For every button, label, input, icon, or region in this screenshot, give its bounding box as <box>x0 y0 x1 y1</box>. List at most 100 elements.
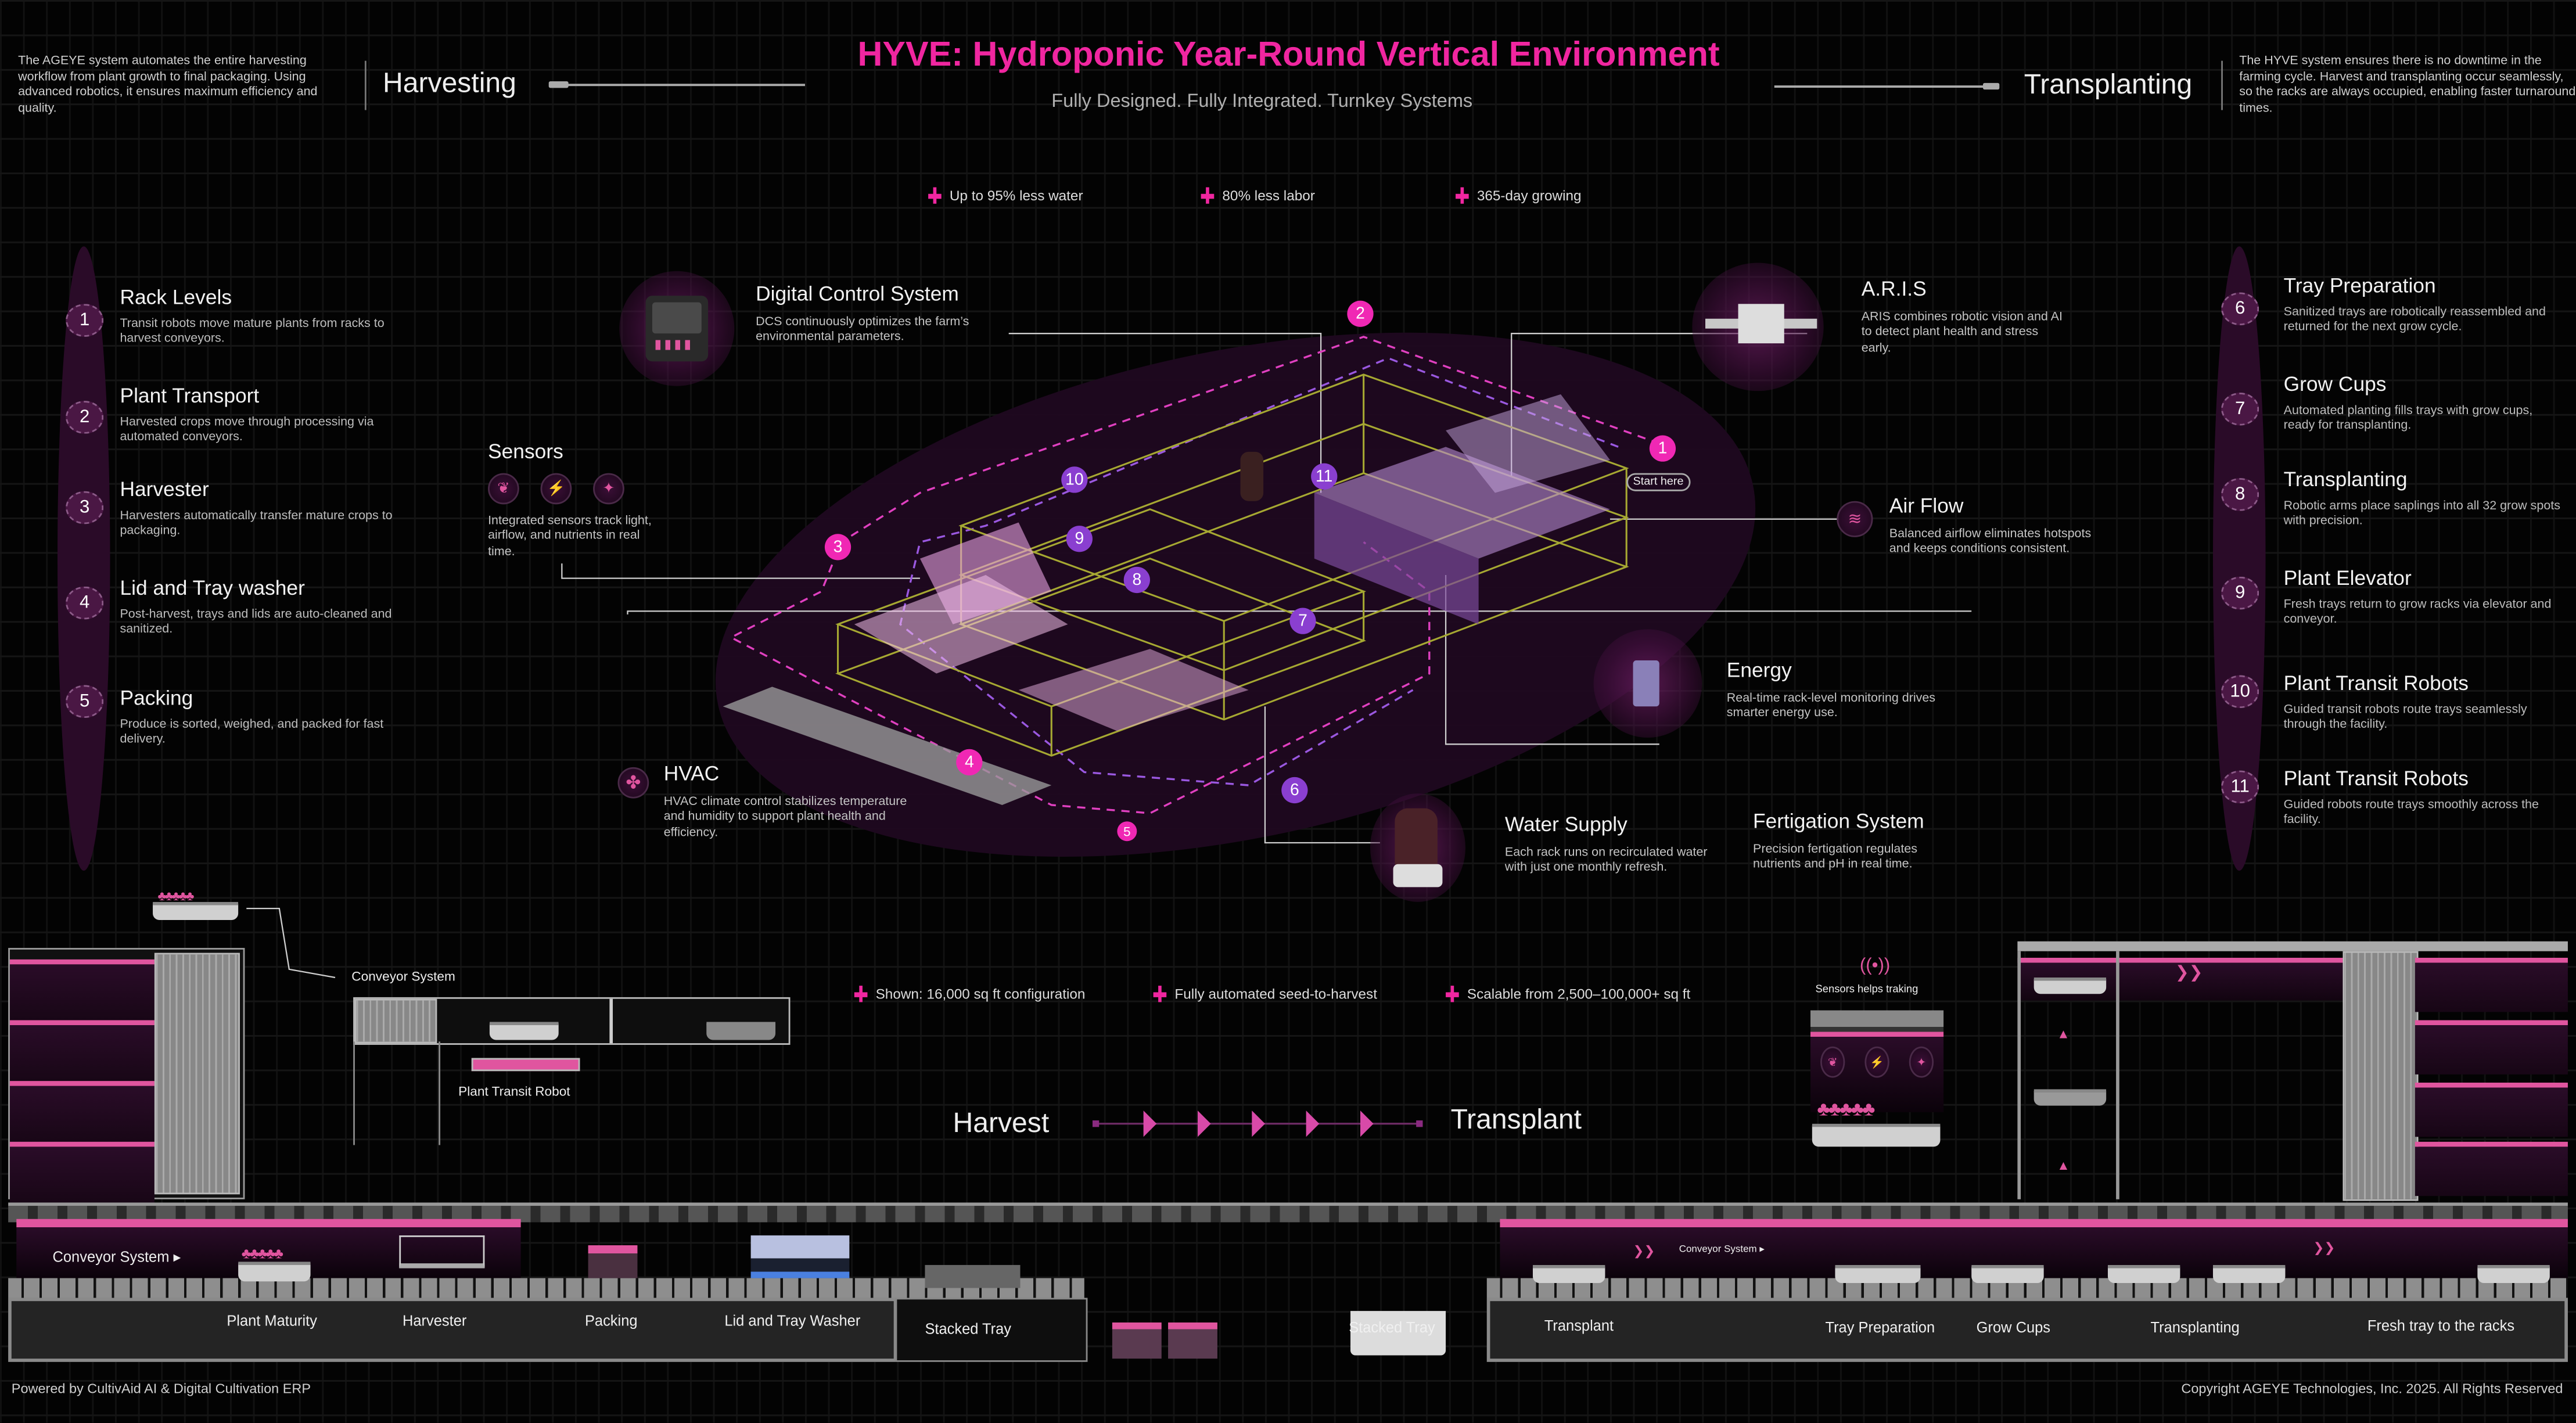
step-desc: Guided transit robots route trays seamle… <box>2283 701 2527 732</box>
map-marker-7[interactable]: 7 <box>1289 608 1316 634</box>
conveyor-right-label: Conveyor System ▸ <box>1679 1245 1765 1255</box>
stacked-tray <box>1350 1311 1446 1356</box>
step-number: 7 <box>2221 393 2259 426</box>
feature-desc: Balanced airflow eliminates hotspots and… <box>1889 526 2092 556</box>
divider <box>2221 60 2223 110</box>
station-transplant: Transplant <box>1544 1317 1614 1334</box>
step-title: Lid and Tray washer <box>120 576 305 600</box>
conveyor-box <box>353 997 791 1045</box>
map-marker-8[interactable]: 8 <box>1123 566 1150 594</box>
map-marker-9[interactable]: 9 <box>1066 526 1093 552</box>
feature-title: Air Flow <box>1889 494 1964 518</box>
highlight: 365-day growing <box>1456 187 1582 204</box>
plus-icon <box>928 187 942 204</box>
harvest-intro: The AGEYE system automates the entire ha… <box>18 52 318 115</box>
signal-icon: ((•)) <box>1859 956 1891 976</box>
control-panel-icon <box>645 296 709 362</box>
feature-desc: DCS continuously optimizes the farm’s en… <box>756 314 969 344</box>
step-title: Plant Elevator <box>2283 566 2412 590</box>
washer-machine <box>750 1235 850 1278</box>
sparkle-icon: ✦ <box>593 473 624 505</box>
stacked-tray-bay <box>895 1298 1088 1362</box>
feature-title: Water Supply <box>1504 813 1627 836</box>
feature-sensors: Sensors ❦ ⚡ ✦ Integrated sensors track l… <box>488 440 669 559</box>
section-harvesting: Harvesting <box>383 67 516 99</box>
station-grow-cups: Grow Cups <box>1976 1319 2051 1336</box>
route-path <box>728 336 1660 814</box>
plants-icon: ♣♣♣♣♣ <box>157 889 195 904</box>
map-marker-4[interactable]: 4 <box>956 749 983 776</box>
lightning-icon: ⚡ <box>1864 1046 1889 1078</box>
step-desc: Post-harvest, trays and lids are auto-cl… <box>120 606 392 637</box>
page-subtitle: Fully Designed. Fully Integrated. Turnke… <box>1051 92 1473 112</box>
step-number: 1 <box>66 304 104 337</box>
step-number: 10 <box>2221 675 2259 709</box>
step-title: Harvester <box>120 478 209 501</box>
water-tank-icon <box>1395 808 1438 868</box>
cabinet <box>8 1298 897 1362</box>
highlight-text: Scalable from 2,500–100,000+ sq ft <box>1467 986 1691 1002</box>
map-marker-11[interactable]: 11 <box>1311 463 1338 490</box>
feature-desc: ARIS combines robotic vision and AI to d… <box>1861 308 2063 355</box>
map-marker-5[interactable]: 5 <box>1117 821 1137 842</box>
map-marker-1[interactable]: 1 <box>1649 435 1676 462</box>
top-rail <box>8 1202 2568 1223</box>
station-washer: Lid and Tray Washer <box>724 1312 861 1329</box>
page-title: HYVE: Hydroponic Year-Round Vertical Env… <box>857 36 1720 74</box>
step-title: Plant Transit Robots <box>2283 671 2469 695</box>
map-marker-6[interactable]: 6 <box>1281 777 1308 804</box>
arrow-icon: ❯❯ <box>1633 1244 1655 1259</box>
lightning-icon: ⚡ <box>540 473 572 505</box>
step-title: Rack Levels <box>120 286 232 309</box>
highlight-text: Up to 95% less water <box>949 187 1083 204</box>
station-fresh-tray: Fresh tray to the racks <box>2367 1317 2515 1334</box>
step-number: 4 <box>66 586 104 620</box>
highlight-text: 80% less labor <box>1222 187 1315 204</box>
plant-tray <box>238 1262 311 1282</box>
station-transplanting: Transplanting <box>2150 1319 2240 1336</box>
station-tray-preparation: Tray Preparation <box>1825 1319 1935 1336</box>
plant-tray <box>2212 1264 2286 1284</box>
step-desc: Harvesters automatically transfer mature… <box>120 508 393 538</box>
step-desc: Guided robots route trays smoothly acros… <box>2283 796 2539 827</box>
elevator-cage <box>154 953 240 1195</box>
highlight: Shown: 16,000 sq ft configuration <box>854 986 1085 1002</box>
packing-machine <box>588 1245 638 1278</box>
step-title: Transplanting <box>2283 468 2408 491</box>
robot-label: Plant Transit Robot <box>458 1084 570 1099</box>
map-marker-3[interactable]: 3 <box>824 534 852 560</box>
plus-icon <box>1456 187 1469 204</box>
feature-desc: Real-time rack-level monitoring drives s… <box>1726 689 1936 721</box>
transit-robot-icon <box>471 1058 580 1072</box>
plant-tray <box>1812 1123 1941 1147</box>
feature-title: A.R.I.S <box>1861 278 1927 301</box>
feature-desc: Each rack runs on recirculated water wit… <box>1504 844 1708 875</box>
start-here-badge: Start here <box>1626 473 1690 491</box>
step-number: 5 <box>66 685 104 718</box>
map-marker-10[interactable]: 10 <box>1061 466 1088 493</box>
flow-arrows <box>1092 1111 1423 1137</box>
plant-tray <box>2477 1264 2550 1284</box>
stacked-tray <box>925 1264 1021 1288</box>
conveyor-belt <box>8 1278 1084 1298</box>
plus-icon <box>1446 986 1459 1002</box>
sensor-label: Sensors helps traking <box>1815 984 1918 996</box>
footer-copyright: Copyright AGEYE Technologies, Inc. 2025.… <box>2181 1379 2563 1397</box>
map-marker-2[interactable]: 2 <box>1347 300 1374 327</box>
conveyor-left-label: Conveyor System ▸ <box>52 1248 181 1265</box>
step-number: 6 <box>2221 292 2259 326</box>
station-stacked-tray: Stacked Tray <box>1349 1319 1435 1336</box>
footer-powered-by: Powered by CultivAid AI & Digital Cultiv… <box>11 1379 311 1397</box>
flow-to: Transplant <box>1450 1104 1582 1135</box>
plants-icon: ♣♣♣♣♣ <box>1817 1097 1875 1121</box>
section-transplanting: Transplanting <box>2024 69 2193 100</box>
